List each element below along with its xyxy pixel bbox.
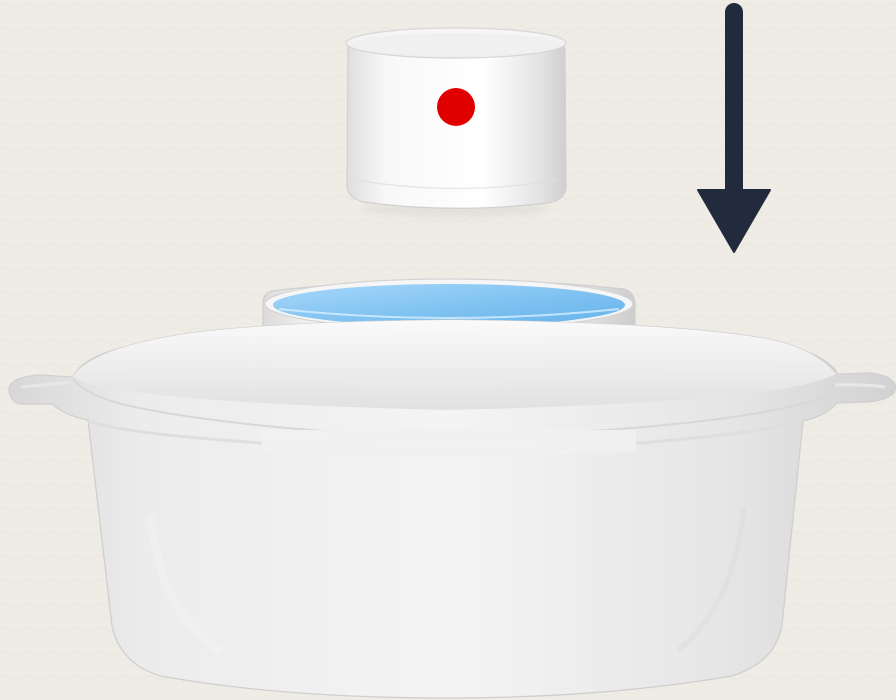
small-cup (346, 28, 566, 217)
red-dot-icon (437, 88, 475, 126)
bowl-front (9, 320, 896, 698)
